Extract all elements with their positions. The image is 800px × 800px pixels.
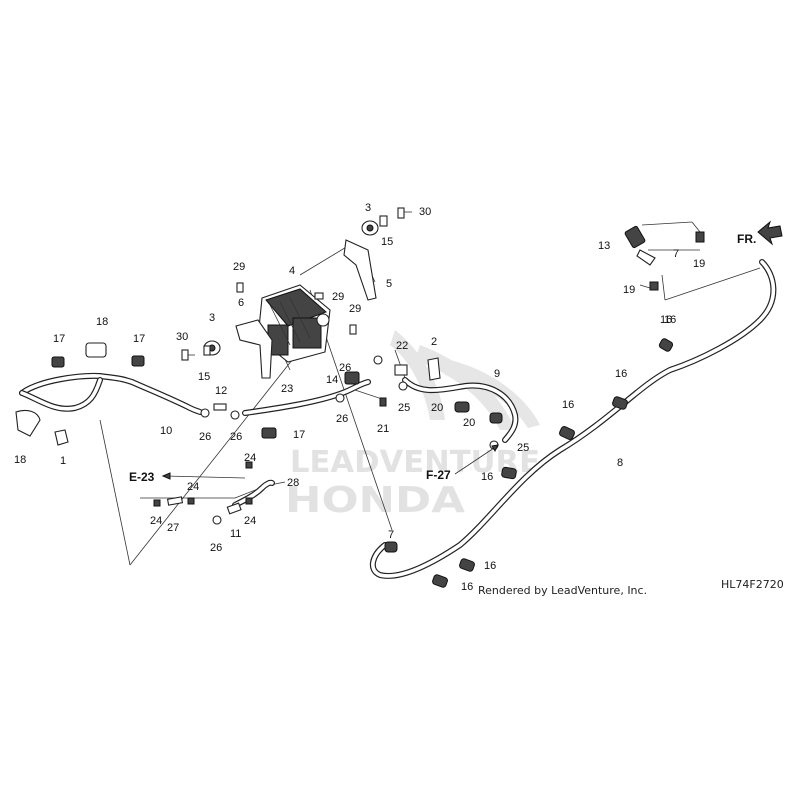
- callout-5: 5: [386, 278, 392, 290]
- callout-19: 19: [623, 284, 635, 296]
- callout-16: 16: [660, 314, 672, 326]
- diagram-code: HL74F2720: [721, 578, 784, 591]
- clips-26: [200, 355, 383, 525]
- callout-4: 4: [289, 265, 295, 277]
- render-credit: Rendered by LeadVenture, Inc.: [478, 584, 647, 597]
- callout-21: 21: [377, 423, 389, 435]
- callout-18: 18: [96, 316, 108, 328]
- valve-13-assembly: [624, 225, 705, 291]
- hose-28: [232, 479, 275, 508]
- callout-labels: 1 2 3 3 4 5 6 7 7 8 9 10 11 12 13 14 15 …: [14, 202, 705, 593]
- callout-24: 24: [244, 452, 256, 464]
- holders-18: [15, 342, 107, 437]
- watermark-top-text: LEADVENTURE: [290, 445, 540, 480]
- callout-26: 26: [210, 542, 222, 554]
- callout-22: 22: [396, 340, 408, 352]
- callout-17: 17: [53, 333, 65, 345]
- clip-21: [379, 397, 387, 407]
- callout-3: 3: [365, 202, 371, 214]
- front-arrow-icon: [757, 220, 783, 246]
- bracket-6: [235, 319, 273, 379]
- callout-26: 26: [230, 431, 242, 443]
- callout-24: 24: [244, 515, 256, 527]
- callout-10: 10: [160, 425, 172, 437]
- hose-clamps-16: [384, 338, 674, 588]
- ref-f27-label: F-27: [426, 468, 451, 482]
- callout-3: 3: [209, 312, 215, 324]
- callout-15: 15: [381, 236, 393, 248]
- callout-8: 8: [617, 457, 623, 469]
- honda-watermark: LEADVENTURE HONDA: [285, 330, 540, 521]
- callout-16: 16: [615, 368, 627, 380]
- callout-15: 15: [198, 371, 210, 383]
- callout-16: 16: [461, 581, 473, 593]
- ref-e23-label: E-23: [129, 470, 155, 484]
- callout-27: 27: [167, 522, 179, 534]
- callout-26: 26: [336, 413, 348, 425]
- bracket-2: [427, 357, 441, 381]
- callout-14: 14: [326, 374, 338, 386]
- callout-29: 29: [332, 291, 344, 303]
- callout-26: 26: [199, 431, 211, 443]
- callout-17: 17: [293, 429, 305, 441]
- clip-1: [54, 429, 69, 446]
- front-label: FR.: [737, 232, 756, 246]
- callout-23: 23: [281, 383, 293, 395]
- callout-6: 6: [238, 297, 244, 309]
- lower-fittings: [153, 461, 253, 515]
- callout-7: 7: [673, 248, 679, 260]
- hose-23: [242, 379, 371, 416]
- hose-8: [369, 259, 777, 579]
- callout-20: 20: [431, 402, 443, 414]
- bolts: [181, 207, 412, 361]
- callout-16: 16: [481, 471, 493, 483]
- valve-14: [344, 371, 360, 385]
- callout-7: 7: [388, 529, 394, 541]
- callout-30: 30: [176, 331, 188, 343]
- bracket-5: [343, 239, 377, 301]
- callout-29: 29: [233, 261, 245, 273]
- callout-30: 30: [419, 206, 431, 218]
- joint-22: [394, 364, 408, 376]
- evap-canister: [257, 284, 331, 363]
- callout-25: 25: [398, 402, 410, 414]
- collar-15: [203, 215, 388, 356]
- callout-19: 19: [693, 258, 705, 270]
- joint-12: [213, 403, 227, 411]
- callout-20: 20: [463, 417, 475, 429]
- callout-29: 29: [349, 303, 361, 315]
- clamps-20: [454, 401, 503, 424]
- clamps-17: [51, 355, 277, 439]
- ref-e23: E-23: [129, 470, 246, 484]
- callout-11: 11: [230, 528, 241, 540]
- callout-13: 13: [598, 240, 610, 252]
- callout-17: 17: [133, 333, 145, 345]
- callout-28: 28: [287, 477, 299, 489]
- callout-12: 12: [215, 385, 227, 397]
- callout-16: 16: [562, 399, 574, 411]
- callout-24: 24: [187, 481, 199, 493]
- callout-16: 16: [664, 314, 676, 326]
- ref-f27: F-27: [426, 444, 499, 482]
- callout-2: 2: [431, 336, 437, 348]
- watermark-brand-text: HONDA: [285, 480, 465, 521]
- hose-10: [19, 372, 203, 415]
- callout-18: 18: [14, 454, 26, 466]
- callout-1: 1: [60, 455, 66, 467]
- callout-16: 16: [484, 560, 496, 572]
- grommet-3-top: [361, 220, 379, 236]
- callout-24: 24: [150, 515, 162, 527]
- callout-25: 25: [517, 442, 529, 454]
- callout-9: 9: [494, 368, 500, 380]
- hose-9: [402, 377, 519, 443]
- callout-26: 26: [339, 362, 351, 374]
